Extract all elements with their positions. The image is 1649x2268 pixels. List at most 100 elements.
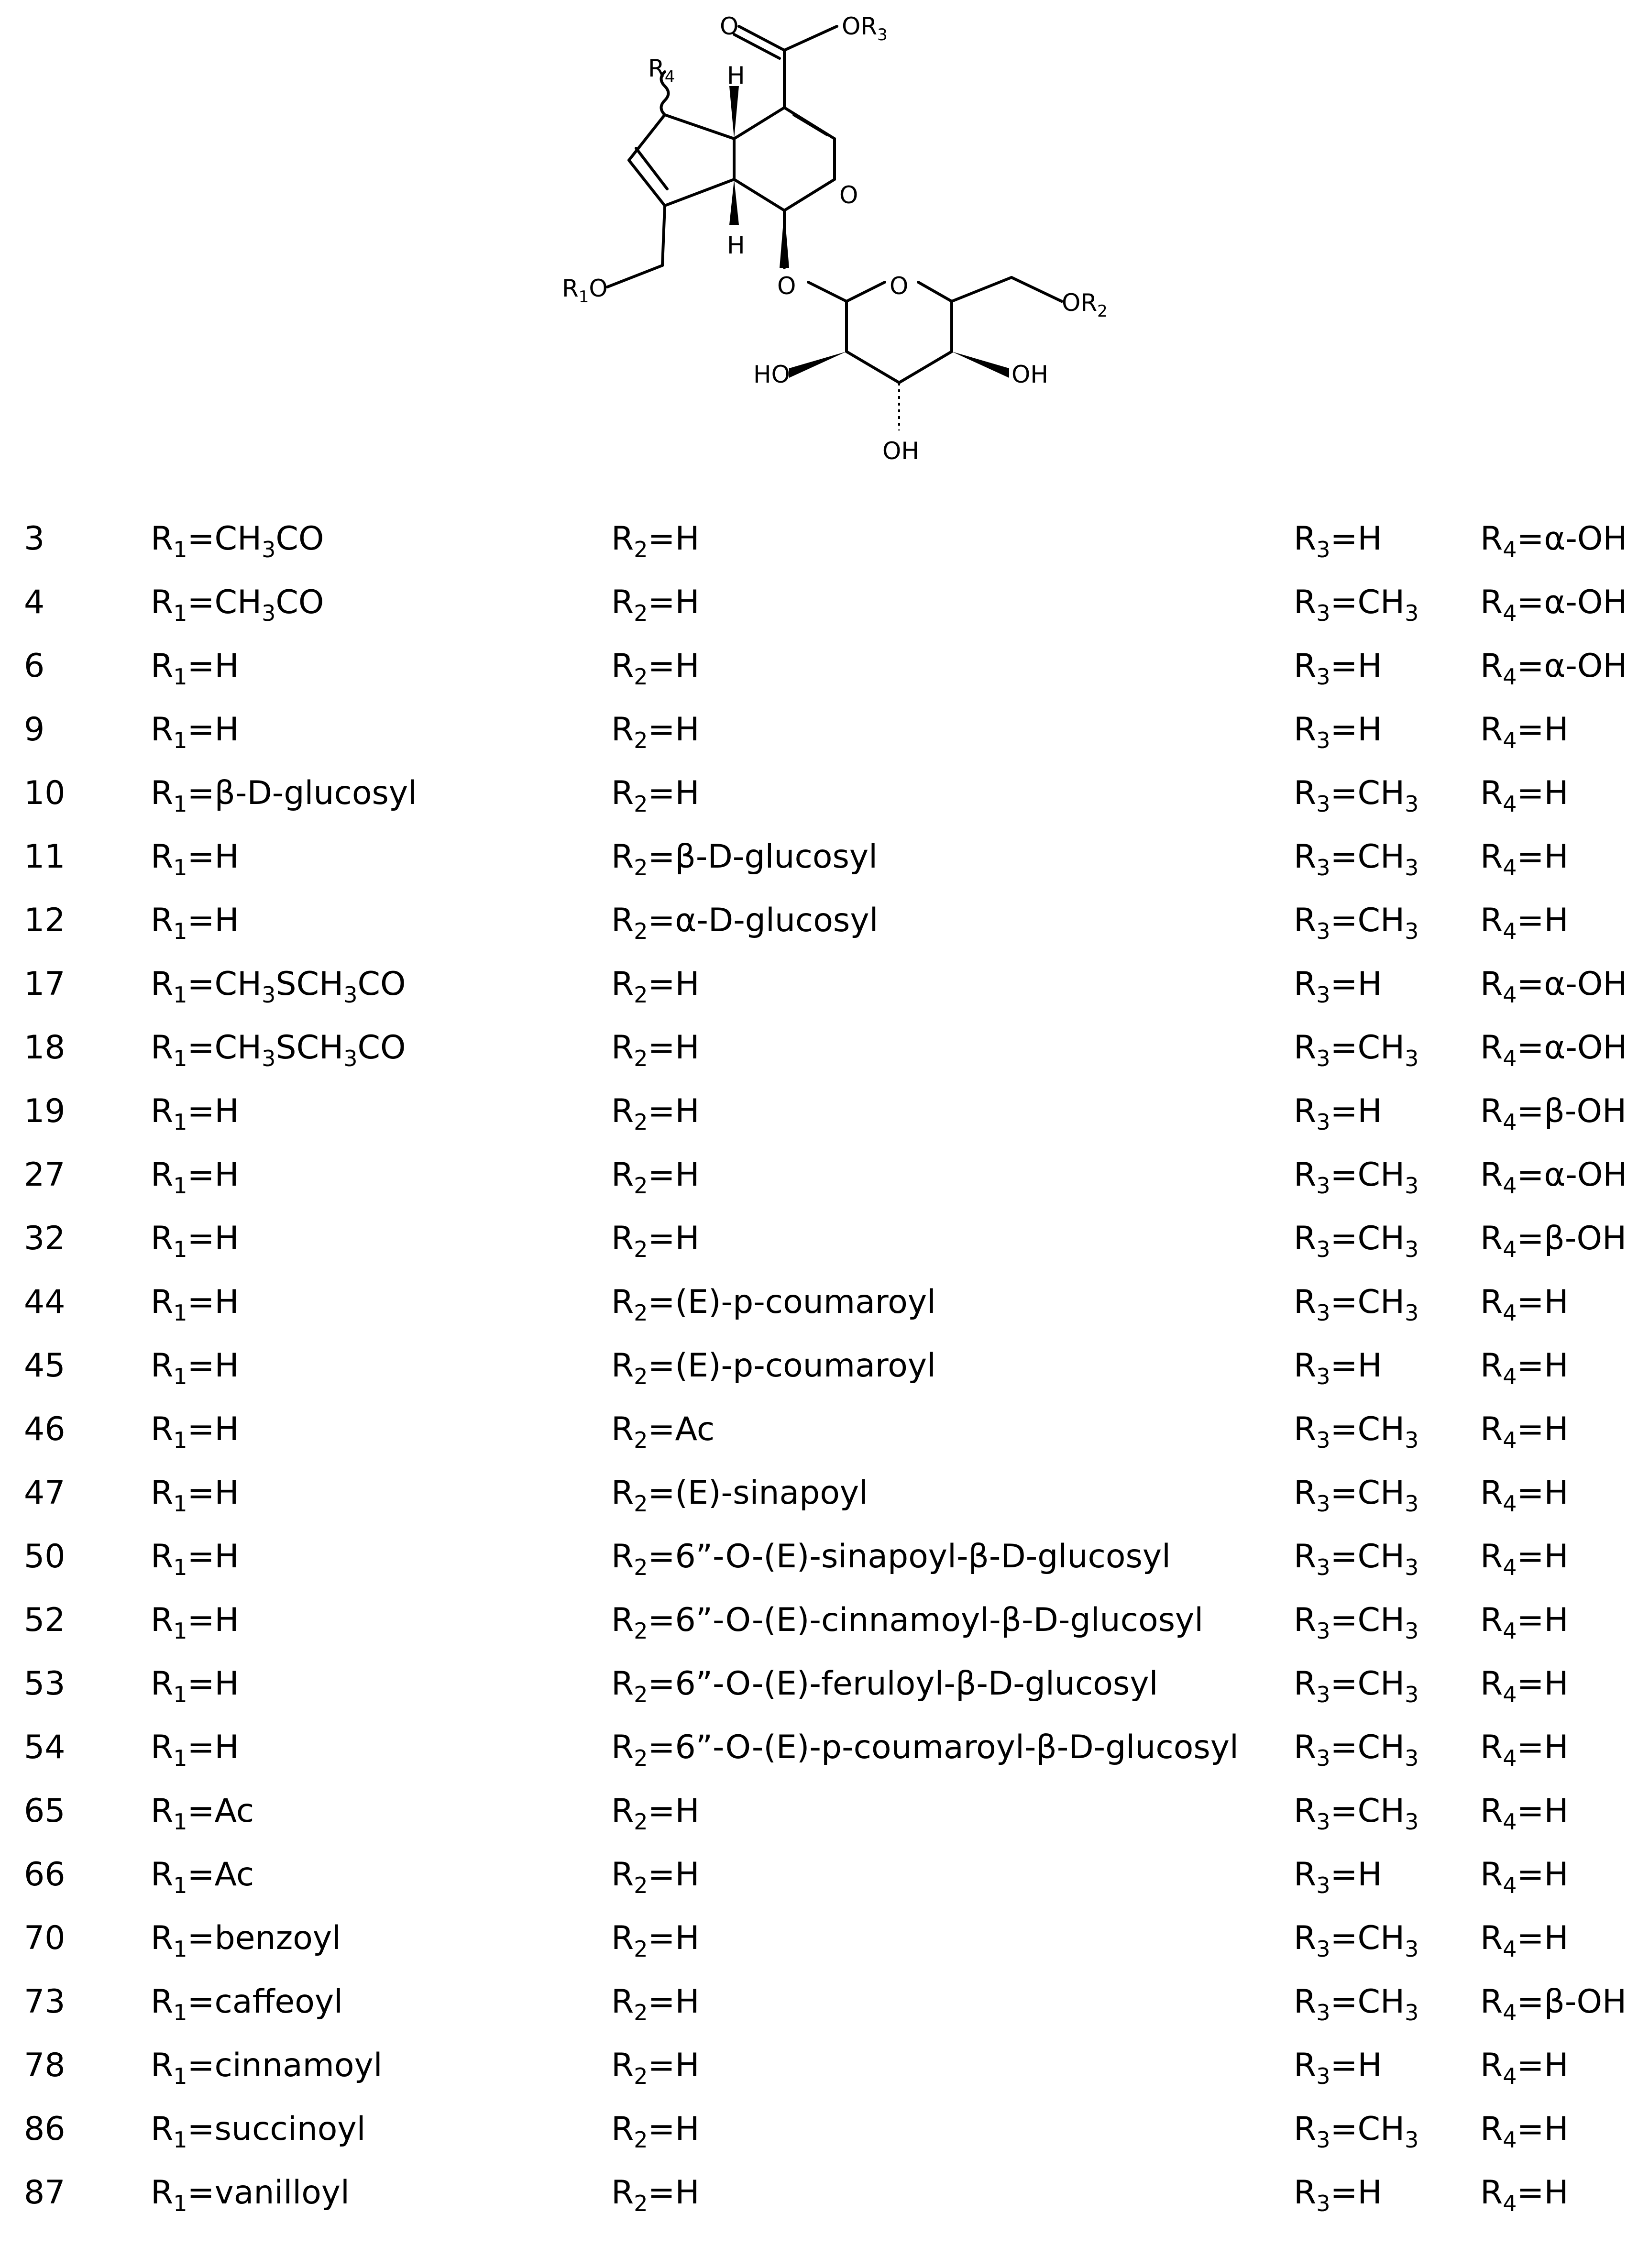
compound-number: 10 xyxy=(24,774,66,812)
r3-substituent: R3=H xyxy=(1294,1856,1382,1898)
r4-substituent: R4=H xyxy=(1480,1347,1569,1389)
r2-substituent: R2=Ac xyxy=(611,1410,715,1453)
r2-substituent: R2=(E)-p-coumaroyl xyxy=(611,1347,936,1389)
r1-substituent: R1=H xyxy=(151,838,239,881)
r1-substituent: R1=CH3CO xyxy=(151,584,324,626)
r2-substituent: R2=H xyxy=(611,1983,700,2026)
r2-substituent: R2=6”-O-(E)-cinnamoyl-β-D-glucosyl xyxy=(611,1601,1204,1644)
r1-substituent: R1=cinnamoyl xyxy=(151,2047,383,2089)
r1-substituent: R1=H xyxy=(151,1410,239,1453)
r1-substituent: R1=H xyxy=(151,1538,239,1580)
r2-substituent: R2=H xyxy=(611,1029,700,1071)
r2-substituent: R2=(E)-sinapoyl xyxy=(611,1474,868,1517)
r3-substituent: R3=H xyxy=(1294,965,1382,1008)
r1-substituent: R1=H xyxy=(151,1283,239,1326)
r3-substituent: R3=H xyxy=(1294,647,1382,690)
r4-label: R4 xyxy=(648,55,675,87)
r3-substituent: R3=CH3 xyxy=(1294,1729,1419,1771)
compound-number: 27 xyxy=(24,1156,66,1194)
r1-substituent: R1=Ac xyxy=(151,1856,254,1898)
r4-substituent: R4=β-OH xyxy=(1480,1983,1627,2026)
r4-substituent: R4=β-OH xyxy=(1480,1092,1627,1135)
r2-substituent: R2=H xyxy=(611,520,700,562)
r4-substituent: R4=H xyxy=(1480,711,1569,753)
r2-substituent: R2=(E)-p-coumaroyl xyxy=(611,1283,936,1326)
r1-substituent: R1=vanilloyl xyxy=(151,2174,350,2216)
r3-substituent: R3=CH3 xyxy=(1294,1029,1419,1071)
r3-substituent: R3=H xyxy=(1294,520,1382,562)
r2-substituent: R2=6”-O-(E)-feruloyl-β-D-glucosyl xyxy=(611,1665,1158,1707)
r3-substituent: R3=CH3 xyxy=(1294,1538,1419,1580)
compound-number: 78 xyxy=(24,2047,66,2084)
r3-substituent: R3=H xyxy=(1294,711,1382,753)
pyran-oxygen-label: O xyxy=(839,181,858,209)
compound-number: 54 xyxy=(24,1729,66,1766)
r3-substituent: R3=CH3 xyxy=(1294,1220,1419,1262)
compound-number: 86 xyxy=(24,2110,66,2148)
r4-substituent: R4=α-OH xyxy=(1480,1156,1627,1199)
r2-substituent: R2=6”-O-(E)-sinapoyl-β-D-glucosyl xyxy=(611,1538,1171,1580)
compound-number: 45 xyxy=(24,1347,66,1385)
r1-substituent: R1=succinoyl xyxy=(151,2110,366,2153)
r4-substituent: R4=H xyxy=(1480,1856,1569,1898)
r3-substituent: R3=CH3 xyxy=(1294,1283,1419,1326)
r4-substituent: R4=α-OH xyxy=(1480,1029,1627,1071)
r4-substituent: R4=H xyxy=(1480,2047,1569,2089)
r3-substituent: R3=CH3 xyxy=(1294,1156,1419,1199)
compound-number: 6 xyxy=(24,647,45,685)
r1-substituent: R1=H xyxy=(151,1729,239,1771)
compound-number: 87 xyxy=(24,2174,66,2212)
r4-substituent: R4=H xyxy=(1480,2174,1569,2216)
r2-substituent: R2=α-D-glucosyl xyxy=(611,902,879,944)
r1-substituent: R1=CH3CO xyxy=(151,520,324,562)
compound-number: 4 xyxy=(24,584,45,621)
r3-substituent: R3=CH3 xyxy=(1294,1983,1419,2026)
r4-substituent: R4=H xyxy=(1480,1665,1569,1707)
r1-substituent: R1=CH3SCH3CO xyxy=(151,1029,406,1071)
r4-substituent: R4=H xyxy=(1480,1601,1569,1644)
r2-substituent: R2=6”-O-(E)-p-coumaroyl-β-D-glucosyl xyxy=(611,1729,1239,1771)
compound-number: 73 xyxy=(24,1983,66,2021)
r2-substituent: R2=H xyxy=(611,584,700,626)
compound-number: 3 xyxy=(24,520,45,558)
or3-label: OR3 xyxy=(842,12,888,44)
carbonyl-oxygen-label: O xyxy=(720,12,738,40)
ho-left-label: HO xyxy=(753,361,790,388)
r1-substituent: R1=H xyxy=(151,1665,239,1707)
r3-substituent: R3=CH3 xyxy=(1294,1474,1419,1517)
r1-substituent: R1=H xyxy=(151,1156,239,1199)
r2-substituent: R2=H xyxy=(611,1220,700,1262)
r3-substituent: R3=CH3 xyxy=(1294,774,1419,817)
r1-substituent: R1=H xyxy=(151,1220,239,1262)
compound-number: 65 xyxy=(24,1792,66,1830)
r1-substituent: R1=H xyxy=(151,1347,239,1389)
compound-number: 19 xyxy=(24,1092,66,1130)
compound-number: 32 xyxy=(24,1220,66,1257)
r4-substituent: R4=H xyxy=(1480,1729,1569,1771)
r2-substituent: R2=H xyxy=(611,2110,700,2153)
r4-substituent: R4=α-OH xyxy=(1480,647,1627,690)
compound-number: 46 xyxy=(24,1410,66,1448)
iridoid-glucoside-structure: O OR3 R4 H H O R1O O O OR2 HO OH OH xyxy=(562,12,1108,465)
r3-substituent: R3=CH3 xyxy=(1294,1919,1419,1962)
r4-substituent: R4=β-OH xyxy=(1480,1220,1627,1262)
compound-number: 47 xyxy=(24,1474,66,1512)
